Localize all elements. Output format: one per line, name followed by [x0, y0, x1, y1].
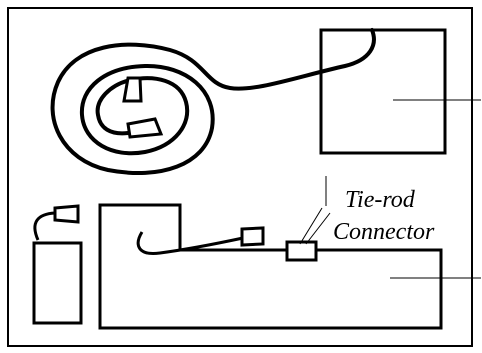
- small-left-box: [32, 241, 83, 325]
- outer-frame: [7, 7, 473, 347]
- upper-right-box: [319, 28, 447, 155]
- tie-rod-label: Tie-rod: [345, 187, 416, 213]
- small-box-lead: [33, 211, 56, 241]
- small-box-plug: [53, 204, 80, 224]
- lower-l-shaped-body: [98, 203, 443, 330]
- connector-pointer-line-right: [305, 212, 331, 245]
- lower-cable-plug: [240, 226, 265, 247]
- connector-label: Connector: [333, 219, 435, 245]
- coil-plug-lower: [126, 117, 164, 139]
- connector-pointer-line-left: [299, 207, 323, 245]
- tie-rod-connector: [285, 240, 318, 262]
- coil-plug-upper: [122, 76, 143, 103]
- lower-cable: [136, 231, 244, 255]
- coiled-cable: [50, 28, 376, 175]
